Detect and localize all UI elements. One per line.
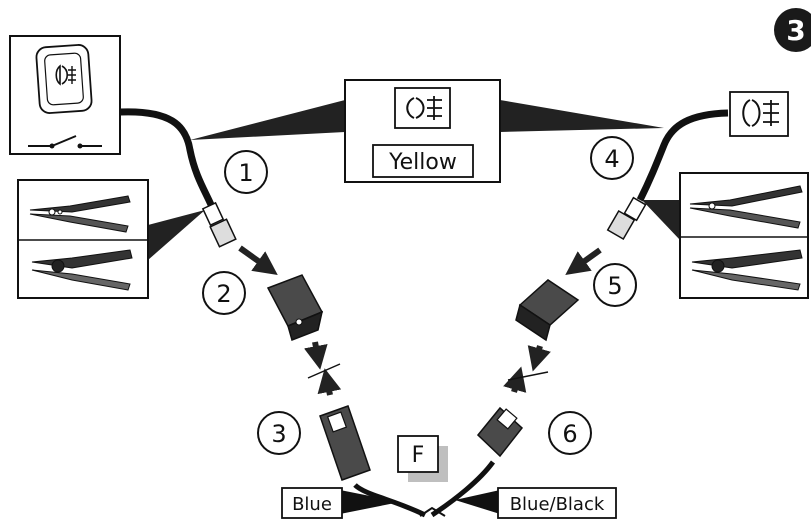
connector-housing-2 xyxy=(266,274,324,341)
tool-callout-wedge-right xyxy=(642,200,680,240)
step-6: 6 xyxy=(562,420,577,448)
step-markers: 1 2 3 4 5 6 xyxy=(202,136,637,455)
wire-color-label-yellow: Yellow xyxy=(388,150,457,175)
page-number-badge: 3 xyxy=(774,8,811,52)
callout-wedge-right xyxy=(500,100,664,132)
connector-housing-5 xyxy=(515,279,580,342)
crimping-tool-icon-right xyxy=(691,249,803,291)
step-3: 3 xyxy=(271,420,286,448)
fog-light-icon xyxy=(394,87,451,129)
assembly-arrows xyxy=(238,245,602,396)
switch-symbol-icon xyxy=(28,135,102,149)
connector-plug-3 xyxy=(319,405,371,481)
fuse-label-text: F xyxy=(412,443,425,468)
tool-callout-wedge-left xyxy=(148,210,205,260)
fog-light-icon-right xyxy=(742,99,779,127)
wire-stripper-icon-right xyxy=(689,185,803,229)
wire-label-blue: Blue xyxy=(281,487,400,519)
terminal-right xyxy=(606,196,647,241)
yellow-wire-callout: Yellow xyxy=(344,79,501,183)
wiring-harness xyxy=(119,108,729,518)
wire-label-blue-black-text: Blue/Black xyxy=(510,494,605,515)
connector-plug-6 xyxy=(476,406,524,458)
wire-label-blue-text: Blue xyxy=(292,494,332,515)
page-number-text: 3 xyxy=(786,14,805,47)
crimp-tools-box-left xyxy=(17,179,149,299)
wire-stripper-icon xyxy=(29,195,131,233)
crimping-tool-icon xyxy=(31,249,133,291)
callout-wedge-left xyxy=(190,100,345,140)
step-2: 2 xyxy=(216,280,231,308)
step-5: 5 xyxy=(607,272,622,300)
step-1: 1 xyxy=(238,159,253,187)
fog-light-switch-icon xyxy=(35,44,93,114)
wire-label-blue-black: Blue/Black xyxy=(455,487,617,519)
crimp-tools-box-right xyxy=(679,172,809,299)
fog-light-box xyxy=(729,91,789,137)
fuse-tag: F xyxy=(397,435,448,482)
step-4: 4 xyxy=(604,145,619,173)
switch-box xyxy=(9,35,121,155)
terminal-left xyxy=(201,201,237,248)
